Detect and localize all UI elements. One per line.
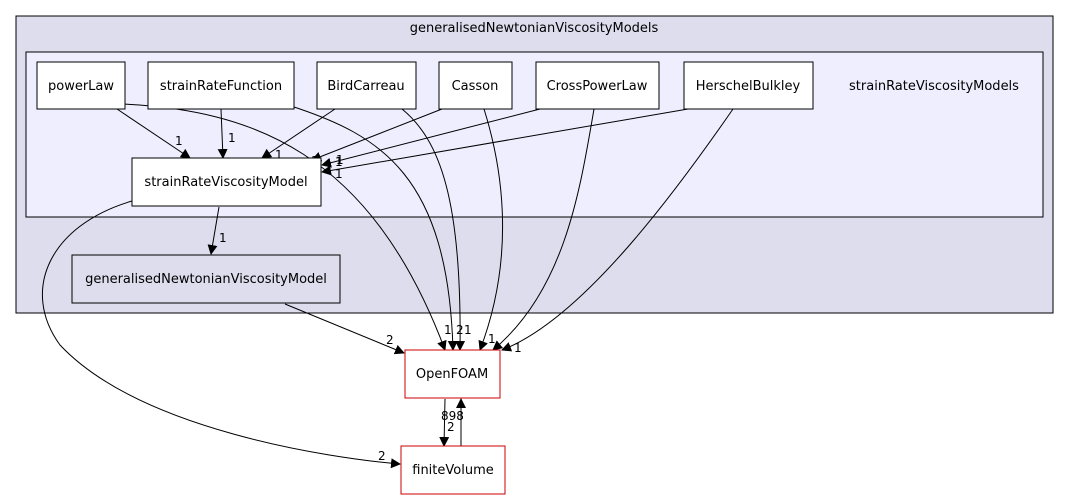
edge-label-model-finiteVolume: 2 — [378, 449, 386, 463]
node-HerschelBulkley[interactable]: HerschelBulkley — [683, 61, 814, 110]
edge-label-HerschelBulkley-OpenFOAM: 1 — [514, 341, 522, 355]
node-label: HerschelBulkley — [696, 79, 801, 94]
edge-label-OpenFOAM-finiteVolume: 2 — [447, 420, 455, 434]
edge-label-HerschelBulkley-model: 1 — [335, 167, 343, 181]
edge-label-strainRateFunction-model: 1 — [228, 131, 236, 145]
node-powerLaw[interactable]: powerLaw — [36, 61, 126, 110]
edge-Casson-to-OpenFOAM — [478, 108, 504, 351]
node-label: BirdCarreau — [327, 79, 404, 94]
edge-CrossPowerLaw-to-model — [321, 108, 541, 168]
edge-OpenFOAM-to-finiteVolume — [439, 398, 450, 447]
node-OpenFOAM[interactable]: OpenFOAM — [404, 349, 501, 399]
edge-label-finiteVolume-OpenFOAM: 898 — [441, 409, 464, 423]
outer-cluster-label: generalisedNewtonianViscosityModels — [410, 21, 659, 36]
edge-label-strainRateFunction-OpenFOAM: 1 — [444, 323, 452, 337]
edge-label-powerLaw-OpenFOAM: 1 — [336, 153, 344, 167]
node-Casson[interactable]: Casson — [438, 61, 513, 110]
edge-label-CrossPowerLaw-model: 1 — [335, 155, 343, 169]
node-label: strainRateFunction — [160, 79, 282, 94]
node-label: generalisedNewtonianViscosityModel — [85, 272, 327, 287]
node-label: OpenFOAM — [416, 367, 488, 382]
edge-label-Casson-OpenFOAM: 1 — [464, 323, 472, 337]
edge-label-BirdCarreau-OpenFOAM: 2 — [456, 323, 464, 337]
edge-BirdCarreau-to-OpenFOAM — [401, 108, 466, 351]
edge-strainRateFunction-to-OpenFOAM — [290, 105, 458, 351]
node-finiteVolume[interactable]: finiteVolume — [400, 445, 506, 495]
edge-label-BirdCarreau-model: 1 — [275, 148, 283, 162]
edge-label-model-generalised: 1 — [219, 231, 227, 245]
node-label: powerLaw — [48, 79, 114, 94]
inner-cluster-label: strainRateViscosityModels — [849, 79, 1019, 94]
edge-Casson-to-model — [311, 108, 443, 162]
edge-powerLaw-to-model — [116, 108, 191, 159]
node-BirdCarreau[interactable]: BirdCarreau — [316, 61, 417, 110]
edge-CrossPowerLaw-to-OpenFOAM — [492, 108, 595, 351]
node-label: Casson — [452, 79, 499, 94]
node-strainRateViscosityModel[interactable]: strainRateViscosityModel — [131, 157, 322, 207]
edge-model-to-generalised — [207, 206, 220, 255]
node-generalisedNewtonianViscosityModel[interactable]: generalisedNewtonianViscosityModel — [71, 254, 341, 304]
edge-HerschelBulkley-to-OpenFOAM — [501, 108, 734, 352]
edge-generalised-to-OpenFOAM — [284, 303, 405, 355]
edge-label-CrossPowerLaw-OpenFOAM: 1 — [488, 332, 496, 346]
node-label: finiteVolume — [412, 463, 494, 478]
edge-model-to-finiteVolume — [41, 200, 401, 469]
node-strainRateFunction[interactable]: strainRateFunction — [147, 61, 295, 110]
edge-label-powerLaw-model: 1 — [175, 134, 183, 148]
node-label: strainRateViscosityModel — [144, 175, 307, 190]
edge-strainRateFunction-to-model — [217, 108, 228, 159]
node-CrossPowerLaw[interactable]: CrossPowerLaw — [535, 61, 660, 110]
edge-label-generalised-OpenFOAM: 2 — [386, 333, 394, 347]
edge-HerschelBulkley-to-model — [321, 108, 689, 176]
node-label: CrossPowerLaw — [547, 79, 648, 94]
